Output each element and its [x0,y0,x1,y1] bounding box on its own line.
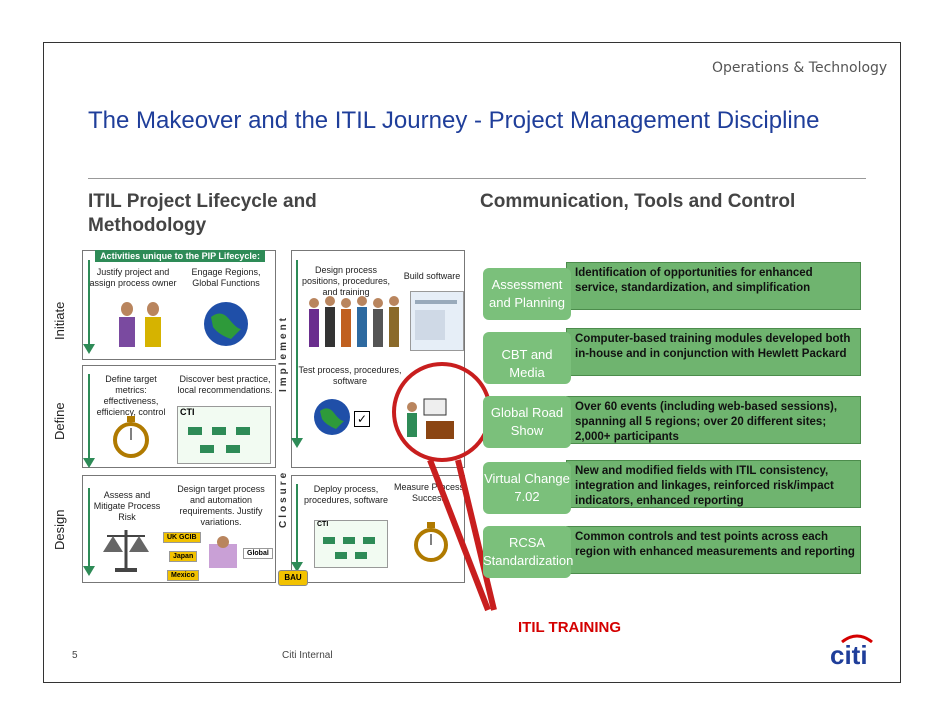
comm-row-2: Computer-based training modules develope… [566,328,861,376]
scales-icon [103,530,149,572]
slide-frame [43,42,901,683]
pip-banner: Activities unique to the PIP Lifecycle: [95,250,265,262]
implement-arrow-stem [296,260,298,440]
design-panel: Assess and Mitigate Process Risk Design … [82,475,276,583]
implement-text-c: Test process, procedures, software [298,365,402,386]
comm-row-1: Identification of opportunities for enha… [566,262,861,310]
small-globe-icon [314,399,350,435]
define-cti-label: CTI [180,407,195,417]
brand-text: Operations & Technology [712,60,888,76]
implement-text-a: Design process positions, procedures, an… [301,265,391,297]
define-flowchart: CTI [177,406,271,464]
badge-cbt-label: CBT and Media [501,347,553,380]
tag-mexico: Mexico [167,570,199,581]
classification-label: Citi Internal [282,650,333,661]
define-panel: Define target metrics: effectiveness, ef… [82,365,276,468]
globe-icon [204,302,248,346]
define-text-a: Define target metrics: effectiveness, ef… [96,374,166,417]
initiate-arrow-stem [88,260,90,346]
define-arrow [83,458,95,468]
red-callout-highlight [392,362,497,612]
comm-row-3: Over 60 events (including web-based sess… [566,396,861,444]
closure-cti-label: CTI [317,521,329,528]
people-illustration [119,302,161,347]
left-heading: ITIL Project Lifecycle and Methodology [88,191,317,236]
phase-define: Define [52,402,67,440]
comm-row-5: Common controls and test points across e… [566,526,861,574]
tag-japan: Japan [169,551,198,562]
comm-row-2-text: Computer-based training modules develope… [575,333,851,360]
design-arrow-stem [88,488,90,568]
badge-assessment: Assessment and Planning [483,268,571,320]
closure-panel: Deploy process, procedures, software Mea… [291,475,465,583]
define-text-b: Discover best practice, local recommenda… [177,374,273,395]
bau-badge: BAU [278,570,308,586]
checkmark-icon: ✓ [354,411,370,427]
badge-cbt: CBT and Media [483,332,571,384]
comm-row-3-text: Over 60 events (including web-based sess… [575,401,838,443]
implement-label: Implement [278,314,289,392]
comm-row-5-text: Common controls and test points across e… [575,531,855,558]
puzzle-people-icon [209,536,237,568]
closure-text-a: Deploy process, procedures, software [303,484,389,505]
initiate-panel: Activities unique to the PIP Lifecycle: … [82,250,276,360]
itil-training-callout: ITIL TRAINING [518,619,622,636]
title-divider [88,178,866,179]
closure-text-b: Measure Process Success [393,482,465,503]
closure-arrow-stem [296,484,298,564]
tag-uk-gcib: UK GCIB [163,532,201,543]
badge-rcsa: RCSA Standardization [483,526,574,578]
comm-row-4: New and modified fields with ITIL consis… [566,460,861,508]
tag-global: Global [243,548,273,559]
comm-row-1-text: Identification of opportunities for enha… [575,267,813,294]
citi-logo: citi [830,640,868,670]
software-screenshot [410,291,464,351]
closure-stopwatch-icon [414,522,448,562]
slide-title: The Makeover and the ITIL Journey - Proj… [88,107,820,134]
phase-initiate: Initiate [52,301,67,340]
stopwatch-icon [113,416,149,458]
implement-arrow [291,438,303,448]
initiate-arrow [83,344,95,354]
badge-virtual-change: Virtual Change 7.02 [483,462,571,514]
closure-arrow [291,562,303,572]
citi-logo-arc [841,634,873,644]
team-illustration [309,296,399,347]
initiate-text-b: Engage Regions, Global Functions [191,267,261,288]
design-text-b: Design target process and automation req… [177,484,265,527]
right-heading: Communication, Tools and Control [480,191,796,212]
badge-road-show: Global Road Show [483,396,571,448]
design-text-a: Assess and Mitigate Process Risk [93,490,161,522]
phase-design: Design [52,509,67,550]
badge-rcsa-label: RCSA Standardization [483,535,574,568]
closure-label: Closure [278,469,289,528]
training-desk-icon [407,398,454,439]
badge-assessment-label: Assessment and Planning [489,277,565,310]
badge-virtual-change-label: Virtual Change 7.02 [484,471,570,504]
initiate-text-a: Justify project and assign process owner [89,267,177,288]
closure-flowchart: CTI [314,520,388,568]
badge-road-show-label: Global Road Show [490,405,564,438]
implement-text-b: Build software [403,271,461,281]
implement-panel: Design process positions, procedures, an… [291,250,465,468]
design-arrow [83,566,95,576]
page-number: 5 [72,650,78,661]
comm-row-4-text: New and modified fields with ITIL consis… [575,465,834,507]
define-arrow-stem [88,374,90,460]
